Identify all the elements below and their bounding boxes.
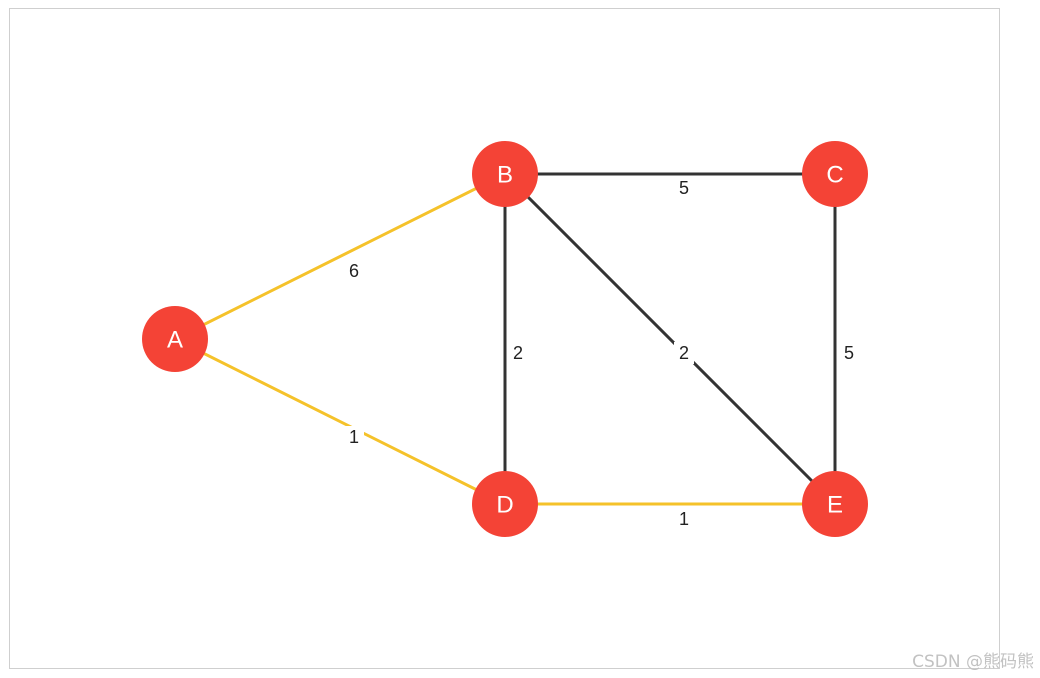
node-circle: [472, 471, 538, 537]
edge-weight-d-e: 1: [679, 509, 689, 529]
edge-label-background: [674, 342, 694, 364]
edge-label-background: [674, 508, 694, 530]
node-d: D: [472, 471, 538, 537]
edge-weight-a-d: 1: [349, 427, 359, 447]
node-label: B: [497, 162, 513, 189]
edge-label-background: [839, 342, 859, 364]
edge-weight-a-b: 6: [349, 261, 359, 281]
node-a: A: [142, 306, 208, 372]
edge-label-background: [344, 260, 364, 282]
node-circle: [802, 471, 868, 537]
node-circle: [472, 141, 538, 207]
nodes-layer: A B C D E: [142, 141, 868, 537]
node-label: E: [827, 492, 843, 519]
edge-a-b: [174, 172, 506, 341]
edge-weight-b-d: 2: [513, 343, 523, 363]
node-b: B: [472, 141, 538, 207]
edge-label-background: [508, 342, 528, 364]
edge-a-d: [174, 337, 506, 506]
edges-layer: [174, 172, 837, 506]
node-e: E: [802, 471, 868, 537]
node-label: A: [167, 327, 183, 354]
edge-label-background: [344, 426, 364, 448]
edge-label-background: [674, 177, 694, 199]
edge-weight-b-c: 5: [679, 178, 689, 198]
node-label: C: [826, 162, 843, 189]
node-c: C: [802, 141, 868, 207]
edge-weight-b-e: 2: [679, 343, 689, 363]
watermark: CSDN @熊码熊: [912, 652, 1034, 672]
edge-labels-layer: 6 1 5 2 2 5 1: [344, 177, 859, 530]
edge-weight-c-e: 5: [844, 343, 854, 363]
node-circle: [142, 306, 208, 372]
node-circle: [802, 141, 868, 207]
edge-b-e: [503, 172, 837, 506]
node-label: D: [496, 492, 513, 519]
